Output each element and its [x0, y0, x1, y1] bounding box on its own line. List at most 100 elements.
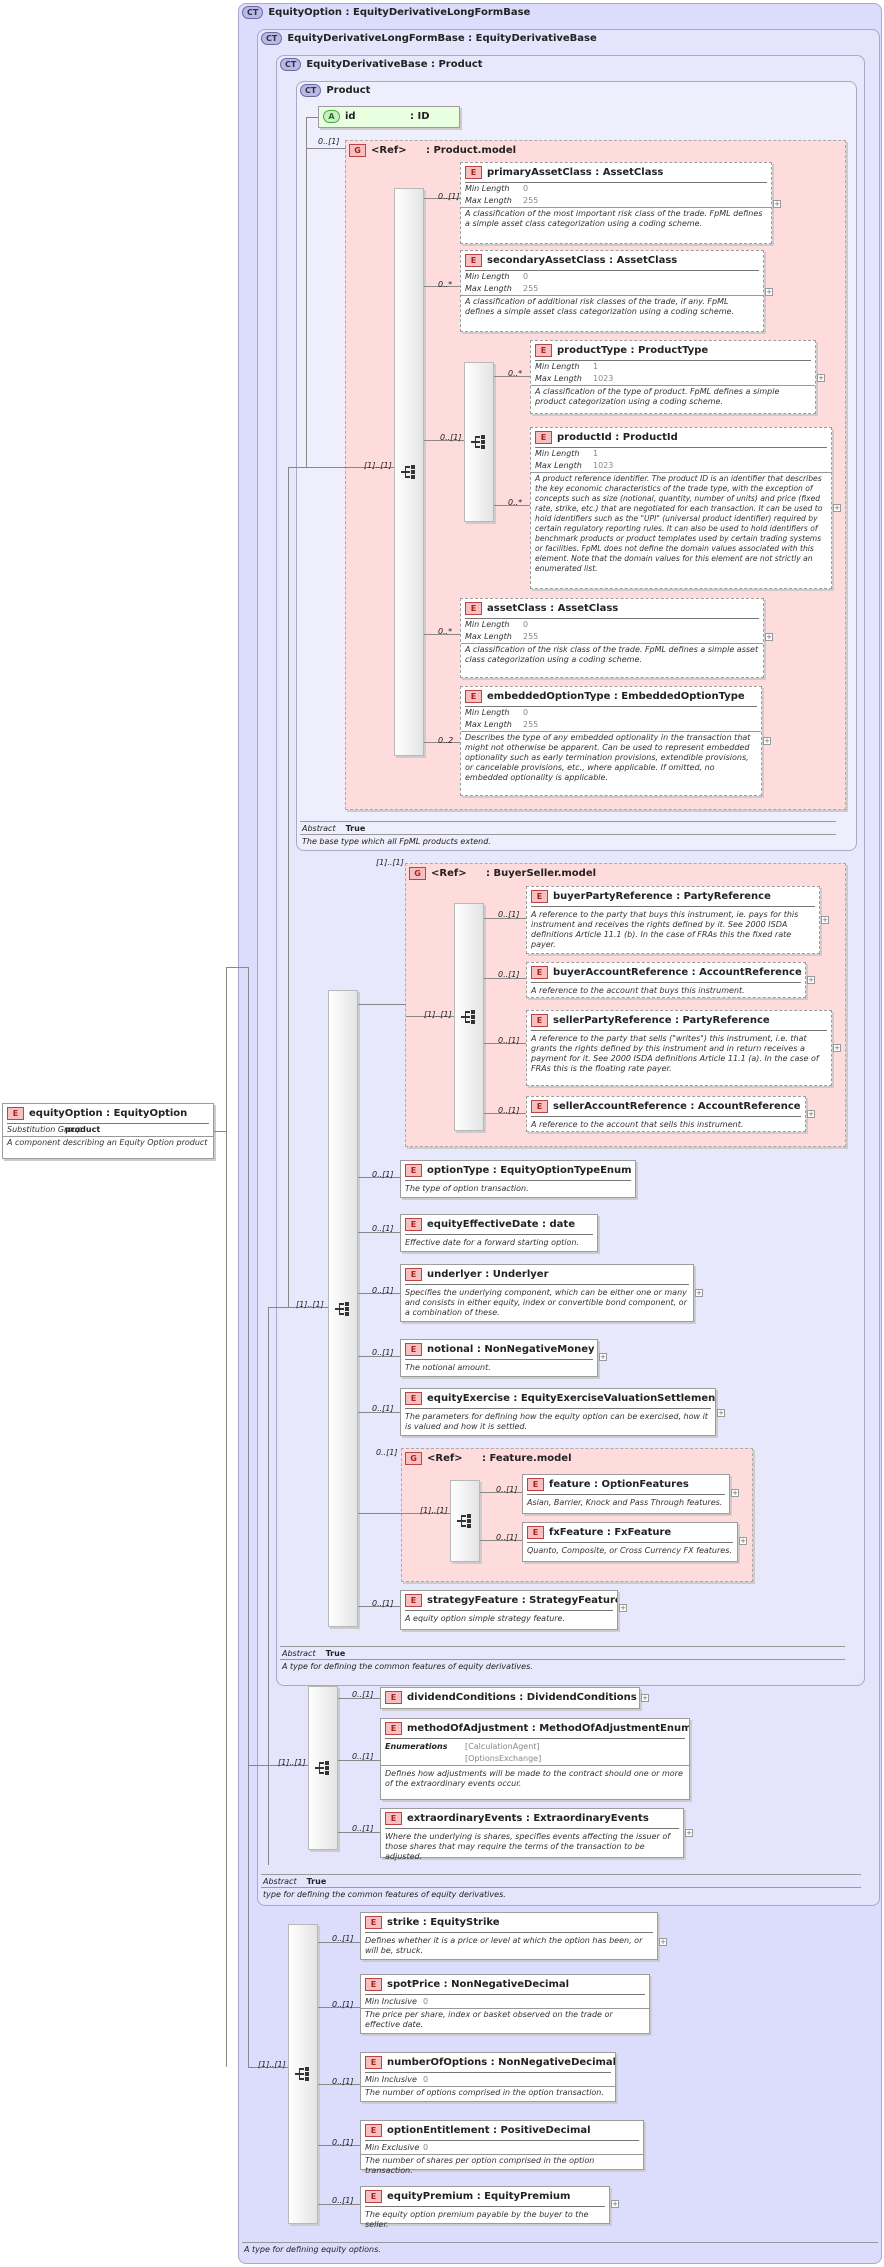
cardinality-label: 0..[1] — [352, 1690, 374, 1699]
element-name: secondaryAssetClass : AssetClass — [487, 255, 678, 266]
cardinality-label: [1]..[1] — [376, 858, 404, 867]
cardinality-label: 0..[1] — [496, 1485, 518, 1494]
facet-value: 255 — [523, 196, 539, 205]
sequence-icon — [295, 2067, 309, 2081]
facet-label: Min Length — [535, 449, 580, 458]
ct-title[interactable]: EquityDerivativeLongFormBase : EquityDer… — [287, 33, 597, 44]
facet-value: 0 — [523, 184, 529, 193]
element-badge: E — [365, 2056, 382, 2069]
ct-title[interactable]: Product — [326, 85, 371, 96]
group-name: : BuyerSeller.model — [486, 868, 597, 879]
element-description: Asian, Barrier, Knock and Pass Through f… — [527, 1498, 723, 1507]
cardinality-label: [1]..[1] — [424, 1010, 452, 1019]
element-description: The price per share, index or basket obs… — [365, 2010, 613, 2029]
element-badge: E — [535, 344, 552, 357]
sequence-equity-derivative-base[interactable] — [328, 990, 358, 1627]
expand-icon[interactable]: + — [685, 1829, 693, 1837]
cardinality-label: [1]..[1] — [296, 1300, 324, 1309]
expand-icon[interactable]: + — [821, 916, 829, 924]
sequence-feature-model[interactable] — [450, 1480, 480, 1562]
choice-product-type-id[interactable] — [464, 362, 494, 522]
element-description: Where the underlying is shares, specifie… — [385, 1832, 671, 1861]
cardinality-label: 0..[1] — [332, 2077, 354, 2086]
attribute-type: : ID — [410, 111, 430, 122]
expand-icon[interactable]: + — [641, 1694, 649, 1702]
element-description: The number of shares per option comprise… — [365, 2156, 595, 2175]
facet-label: Max Length — [465, 720, 512, 729]
expand-icon[interactable]: + — [717, 1409, 725, 1417]
element-name: buyerPartyReference : PartyReference — [553, 891, 771, 902]
element-description: A classification of the risk class of th… — [465, 645, 759, 664]
expand-icon[interactable]: + — [807, 1110, 815, 1118]
sequence-equity-option[interactable] — [288, 1924, 318, 2224]
element-badge: E — [405, 1164, 422, 1177]
type-description: The base type which all FpML products ex… — [302, 837, 491, 846]
expand-icon[interactable]: + — [833, 504, 841, 512]
cardinality-label: 0..[1] — [498, 910, 520, 919]
expand-icon[interactable]: + — [773, 200, 781, 208]
element-name: sellerAccountReference : AccountReferenc… — [553, 1101, 801, 1112]
expand-icon[interactable]: + — [833, 1044, 841, 1052]
facet-label: Min Length — [465, 272, 510, 281]
facet-label: Max Length — [465, 632, 512, 641]
cardinality-label: 0..* — [438, 280, 453, 289]
sequence-product-model[interactable] — [394, 188, 424, 756]
ct-badge: CT — [242, 6, 264, 19]
facet-value: 1023 — [593, 374, 614, 383]
expand-icon[interactable]: + — [731, 1489, 739, 1497]
expand-icon[interactable]: + — [611, 2200, 619, 2208]
abstract-value: True — [345, 824, 366, 833]
expand-icon[interactable]: + — [763, 737, 771, 745]
expand-icon[interactable]: + — [695, 1289, 703, 1297]
element-description: A component describing an Equity Option … — [7, 1138, 208, 1147]
expand-icon[interactable]: + — [619, 1604, 627, 1612]
expand-icon[interactable]: + — [817, 374, 825, 382]
expand-icon[interactable]: + — [807, 976, 815, 984]
sequence-long-form-base[interactable] — [308, 1686, 338, 1850]
element-badge: E — [531, 890, 548, 903]
ct-title[interactable]: EquityOption : EquityDerivativeLongFormB… — [268, 7, 531, 18]
element-badge: E — [465, 690, 482, 703]
type-description: A type for defining the common features … — [282, 1662, 533, 1671]
element-name: strategyFeature : StrategyFeature — [427, 1595, 617, 1606]
sequence-buyer-seller[interactable] — [454, 903, 484, 1131]
expand-icon[interactable]: + — [765, 288, 773, 296]
expand-icon[interactable]: + — [659, 1938, 667, 1946]
expand-icon[interactable]: + — [599, 1353, 607, 1361]
expand-icon[interactable]: + — [739, 1537, 747, 1545]
expand-icon[interactable]: + — [765, 633, 773, 641]
facet-label: Substitution Group — [7, 1125, 83, 1134]
element-badge: E — [465, 602, 482, 615]
element-badge: E — [405, 1218, 422, 1231]
ct-title[interactable]: EquityDerivativeBase : Product — [306, 59, 483, 70]
